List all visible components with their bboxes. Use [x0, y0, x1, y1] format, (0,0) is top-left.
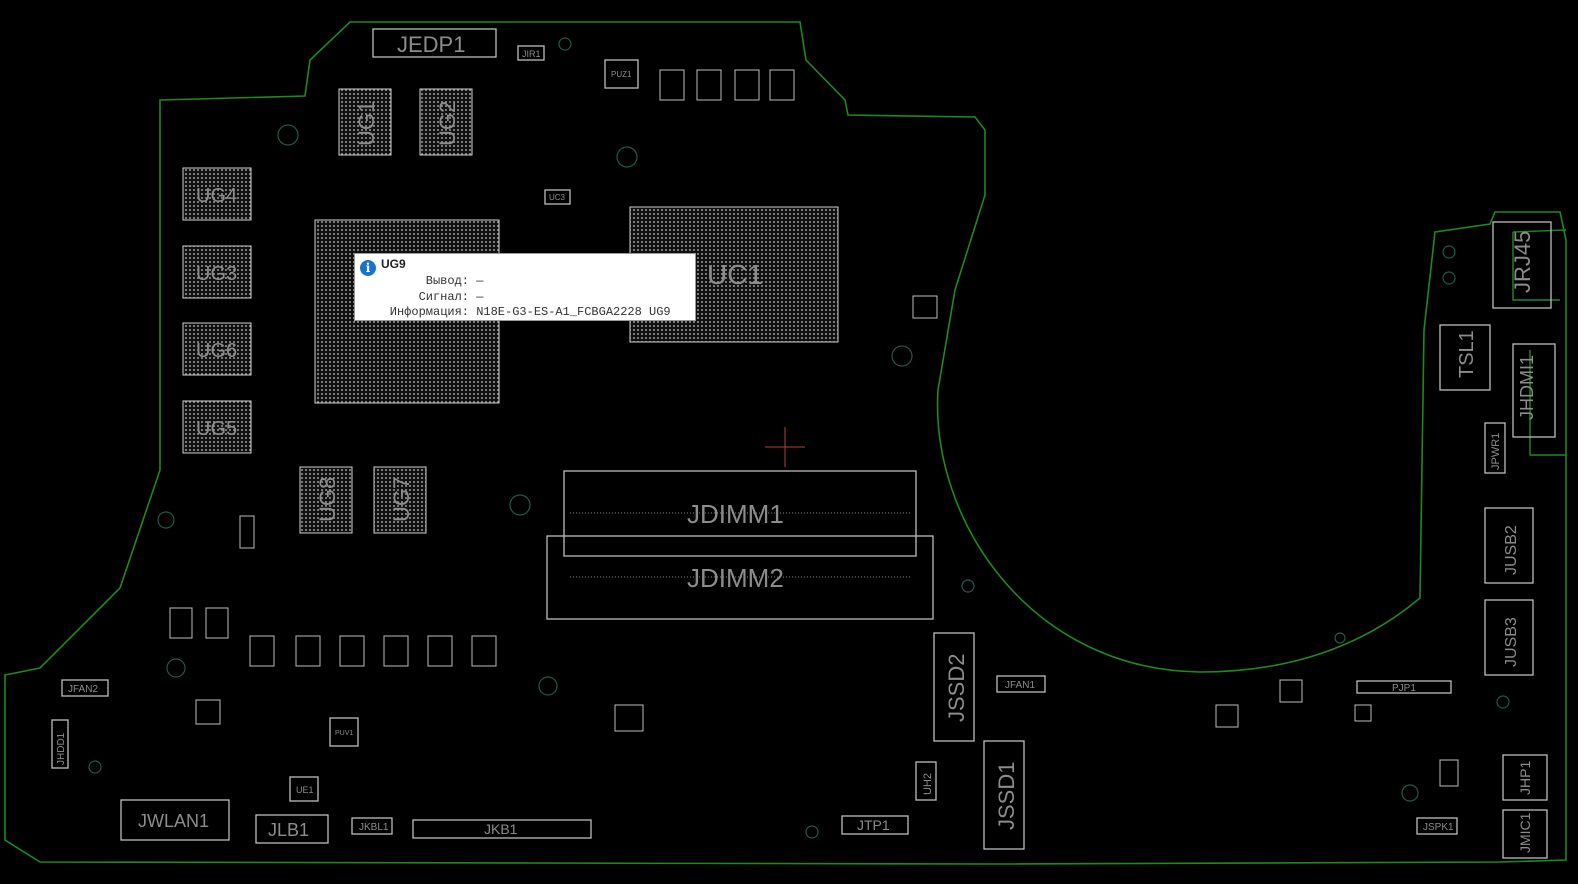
puz1-label: PUZ1: [611, 70, 632, 79]
jkbl1-label: JKBL1: [359, 822, 389, 833]
info-icon: i: [360, 260, 376, 276]
uc1-label: UC1: [707, 259, 763, 290]
ug1-label: UG1: [354, 101, 379, 146]
jspk1-label: JSPK1: [1423, 822, 1454, 833]
jhp1-label: JHP1: [1517, 761, 1533, 795]
tooltip-row-signal: Сигнал: —: [355, 290, 484, 304]
jir1-label: JIR1: [522, 49, 541, 59]
tooltip-value: —: [476, 274, 484, 288]
jssd1-label: JSSD1: [994, 762, 1019, 830]
tooltip-key: Сигнал:: [418, 290, 469, 304]
tooltip-key: Вывод:: [425, 274, 469, 288]
jtp1-label: JTP1: [857, 817, 890, 833]
jedp1-label: JEDP1: [397, 32, 465, 57]
passive-components: [169, 69, 1459, 787]
ug8-label: UG8: [315, 477, 340, 522]
tooltip-row-info: Информация: N18E-G3-ES-A1_FCBGA2228 UG9: [355, 305, 671, 319]
jusb3-label: JUSB3: [1503, 617, 1520, 667]
jdimm2-label: JDIMM2: [687, 563, 784, 593]
tooltip-key: Информация:: [389, 305, 469, 319]
jpwr1-label: JPWR1: [1490, 433, 1502, 470]
ug4-label: UG4: [196, 185, 237, 207]
jlb1-label: JLB1: [268, 820, 309, 840]
jfan2-label: JFAN2: [68, 684, 98, 695]
jwlan1-label: JWLAN1: [138, 811, 209, 831]
ug2-label: UG2: [435, 101, 460, 146]
puv1-label: PUV1: [335, 730, 353, 737]
tsl1-label: TSL1: [1456, 330, 1478, 378]
component-tooltip: i UG9 Вывод: — Сигнал: — Информация: N18…: [354, 253, 696, 321]
jfan1-label: JFAN1: [1005, 680, 1035, 691]
jhdmi1-label: JHDMI1: [1517, 355, 1537, 420]
jssd2-label: JSSD2: [944, 654, 969, 722]
pjp1-label: PJP1: [1392, 683, 1416, 694]
jusb2-label: JUSB2: [1503, 525, 1520, 575]
jhdd1-label: JHDD1: [56, 732, 67, 765]
uc3-label: UC3: [549, 193, 566, 202]
ue1-label: UE1: [296, 785, 314, 795]
jdimm1-label: JDIMM1: [687, 499, 784, 529]
ug6-label: UG6: [196, 340, 237, 362]
tooltip-row-pin: Вывод: —: [355, 274, 484, 288]
jrj45-label: JRJ45: [1510, 231, 1535, 293]
ug5-label: UG5: [196, 418, 237, 440]
mounting-holes: [88, 37, 1510, 839]
ug7-label: UG7: [389, 477, 414, 522]
tooltip-title: UG9: [381, 257, 406, 271]
jkb1-label: JKB1: [484, 821, 518, 837]
jmic1-label: JMIC1: [1517, 812, 1533, 853]
ug3-label: UG3: [196, 263, 237, 285]
rj45-outline: [1512, 229, 1567, 456]
uh2-label: UH2: [922, 773, 934, 795]
tooltip-value: N18E-G3-ES-A1_FCBGA2228 UG9: [476, 305, 671, 319]
board-outline: [4, 21, 1567, 865]
tooltip-value: —: [476, 290, 484, 304]
